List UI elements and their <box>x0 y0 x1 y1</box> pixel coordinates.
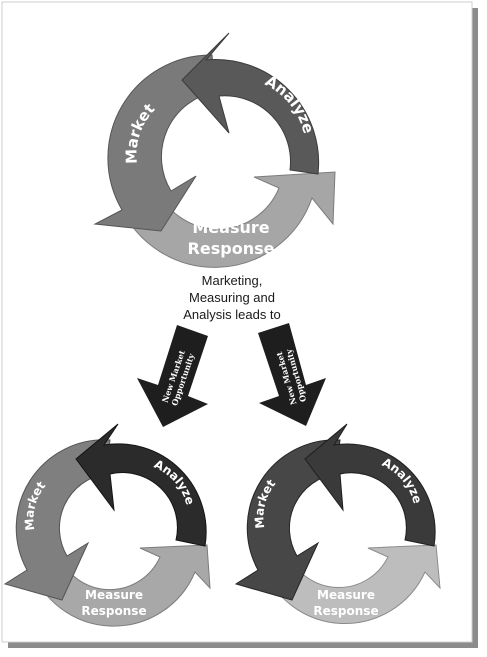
top-measure-label-line2: Response <box>188 239 275 258</box>
left-down-arrow-shape <box>137 325 208 427</box>
left-down-arrow: New Market Opportunity <box>137 325 208 427</box>
right-down-arrow-shape <box>258 323 326 426</box>
br-measure-label-line1: Measure <box>317 588 375 602</box>
bl-measure-label-line2: Response <box>81 604 146 618</box>
caption-line2: Measuring and <box>189 290 275 305</box>
br-measure-label-line2: Response <box>313 604 378 618</box>
caption-line1: Marketing, <box>202 273 263 288</box>
top-measure-label-line1: Measure <box>192 218 269 237</box>
page-frame <box>1 1 473 643</box>
br-analyze-segment <box>304 423 436 547</box>
bl-measure-label-line1: Measure <box>85 588 143 602</box>
caption-line3: Analysis leads to <box>183 307 281 322</box>
bottom-right-cycle: Market Analyze Measure Response <box>234 423 441 625</box>
bl-analyze-segment <box>75 423 207 547</box>
br-market-segment <box>234 439 341 601</box>
caption: Marketing, Measuring and Analysis leads … <box>183 273 281 322</box>
br-measure-segment <box>261 544 441 625</box>
top-measure-segment <box>119 171 336 268</box>
top-market-segment <box>93 54 216 232</box>
bl-measure-segment <box>29 544 211 627</box>
top-analyze-segment <box>181 32 320 175</box>
bl-market-segment <box>3 439 111 601</box>
